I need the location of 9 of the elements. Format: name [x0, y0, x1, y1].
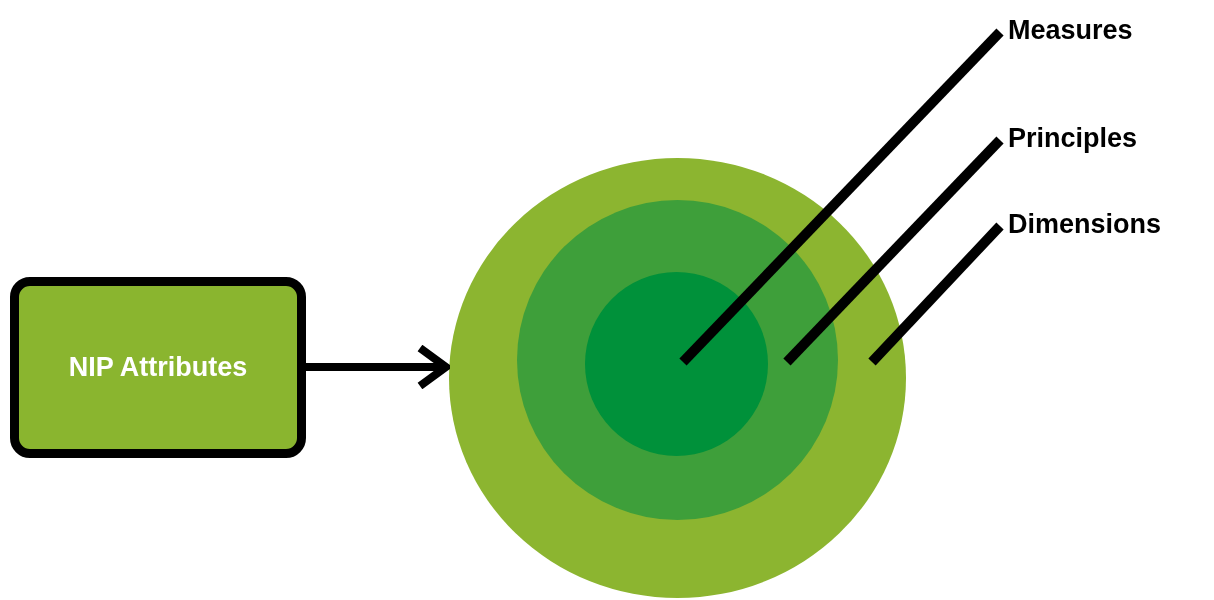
- leader-label: Measures: [1008, 10, 1158, 50]
- leader-label: Dimensions: [1008, 204, 1188, 244]
- leader-label: Principles: [1008, 118, 1158, 158]
- leader-line: [868, 222, 1004, 366]
- arrow: [306, 344, 450, 390]
- leader-line: [679, 28, 1004, 366]
- box-label: NIP Attributes: [68, 352, 248, 383]
- process-box: [10, 277, 306, 458]
- leader-line: [783, 136, 1004, 366]
